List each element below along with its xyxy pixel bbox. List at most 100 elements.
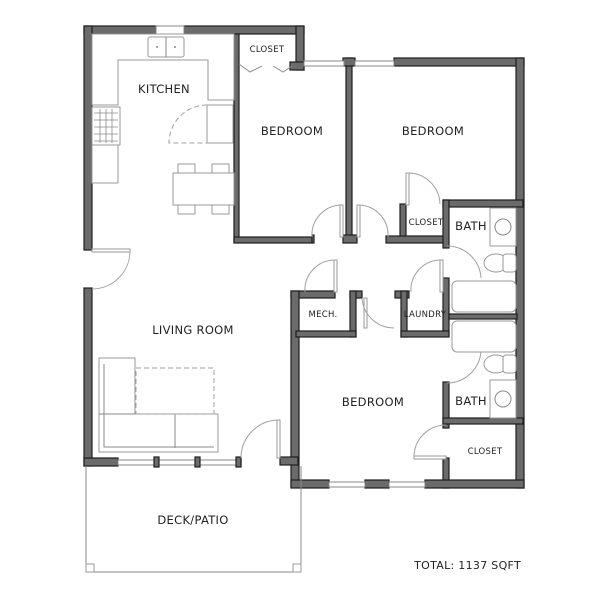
- door-leaf-closet-bottom: [413, 455, 447, 460]
- toilet-top-tank: [502, 253, 517, 273]
- wall-tub-divider: [448, 313, 518, 320]
- wall-top-right: [393, 57, 525, 67]
- wall-kitchen-top-left: [83, 25, 157, 35]
- wall-divider-base: [342, 234, 358, 244]
- counter-left: [91, 144, 119, 184]
- wall-patio-door-return: [279, 456, 299, 466]
- fridge-icon: [206, 104, 234, 144]
- wall-laundry-bottom: [400, 330, 450, 338]
- deck-post-right: [292, 563, 302, 573]
- doors: [91, 63, 482, 460]
- door-swing-closet-right: [406, 172, 441, 205]
- label-deck-patio: DECK/PATIO: [157, 513, 228, 527]
- door-swing-patio: [240, 419, 279, 459]
- door-swing-mech: [304, 259, 336, 293]
- tub-top-icon: [451, 280, 517, 313]
- wall-living-bottom-left: [83, 457, 119, 467]
- door-leaf-patio: [276, 419, 281, 459]
- door-swing-bath-bottom: [446, 349, 482, 384]
- label-bath-top: BATH: [455, 219, 487, 233]
- label-living-room: LIVING ROOM: [152, 323, 234, 337]
- wall-bath-top-left: [442, 199, 450, 249]
- door-leaf-closet-right: [405, 172, 410, 206]
- wall-closet-right-bottom: [385, 235, 447, 244]
- fridge-door-swing: [168, 104, 208, 144]
- door-leaf-front: [91, 248, 131, 253]
- windows: [117, 25, 426, 488]
- vanity-top-basin: [494, 218, 512, 236]
- sink-drain-left: [156, 46, 158, 48]
- sink-drain-right: [174, 46, 176, 48]
- window-bedroom-right: [354, 60, 395, 67]
- label-closet-right: CLOSET: [409, 218, 444, 228]
- wall-kitchen-bedroom: [233, 33, 240, 243]
- door-bifold-left: [238, 63, 263, 73]
- door-swing-laundry: [410, 259, 442, 293]
- living-furniture: [98, 357, 219, 453]
- wall-bedroom-bottom-1: [290, 479, 330, 489]
- deck-post-left: [85, 563, 95, 573]
- wall-bath-bottom-bottom: [442, 417, 524, 425]
- label-laundry: LAUNDRY: [404, 310, 447, 320]
- wall-bedroom-left-bottom: [233, 236, 313, 244]
- toilet-bottom-tank: [502, 354, 517, 374]
- wall-hall-stub: [311, 234, 315, 244]
- door-swing-bath-top: [446, 245, 482, 279]
- window-bedroom-bottom-1: [328, 481, 366, 488]
- counter-top: [91, 33, 235, 106]
- door-swing-closet-bottom: [413, 424, 447, 458]
- label-bath-bottom: BATH: [455, 394, 487, 408]
- door-swing-front: [91, 250, 131, 290]
- vanity-top-icon: [489, 207, 517, 247]
- kitchen-fixtures: [91, 33, 235, 215]
- stove-burners: [94, 109, 118, 143]
- door-leaf-bedroom-right: [356, 204, 361, 238]
- wall-bath-top-top: [442, 199, 524, 208]
- wall-bedroom-bottom-3: [424, 479, 525, 489]
- window-mullion-1: [153, 456, 160, 468]
- label-mech: MECH.: [308, 310, 337, 320]
- label-bedroom-bottom: BEDROOM: [342, 395, 404, 409]
- door-leaf-bedroom-left: [339, 204, 344, 238]
- window-bedroom-left: [303, 60, 345, 67]
- door-leaf-mech: [333, 259, 338, 293]
- wall-bedroom-bottom-2: [364, 479, 390, 489]
- label-bedroom-left: BEDROOM: [261, 124, 323, 138]
- deck-outline: [85, 466, 302, 573]
- vanity-bottom-icon: [489, 379, 517, 419]
- door-leaf-laundry: [439, 259, 444, 293]
- room-labels: KITCHEN CLOSET BEDROOM BEDROOM CLOSET BA…: [138, 45, 521, 572]
- wall-left-upper: [83, 25, 93, 251]
- door-swing-bedroom-left: [311, 204, 343, 238]
- window-bedroom-bottom-2: [388, 481, 426, 488]
- label-kitchen: KITCHEN: [138, 82, 190, 96]
- label-closet-bottom: CLOSET: [468, 447, 503, 457]
- wall-left-lower: [83, 287, 93, 467]
- label-closet-top: CLOSET: [250, 45, 285, 55]
- wall-bath-bottom-left: [442, 381, 450, 429]
- bath-fixtures: [451, 207, 517, 419]
- dining-table: [172, 172, 235, 206]
- dining-chairs: [177, 163, 230, 215]
- window-mullion-2: [194, 456, 201, 468]
- wall-closet-top-return: [289, 61, 305, 71]
- total-area: TOTAL: 1137 SQFT: [413, 559, 521, 572]
- walls: [83, 25, 525, 489]
- sectional-sofa: [98, 357, 219, 453]
- label-bedroom-right: BEDROOM: [402, 124, 464, 138]
- vanity-bottom-basin: [494, 390, 512, 408]
- deck-patio: [85, 466, 302, 573]
- window-living-slider: [117, 459, 238, 466]
- tub-bottom-icon: [451, 320, 517, 353]
- wall-kitchen-top-right: [183, 25, 305, 35]
- wall-mech-bottom: [295, 330, 357, 338]
- rug-outline: [135, 367, 215, 415]
- sofa-inner: [103, 364, 214, 448]
- wall-bedroom-divider: [345, 57, 353, 243]
- wall-mech-right: [349, 290, 357, 338]
- window-mullion-3: [235, 456, 242, 468]
- door-swing-hall: [361, 297, 395, 329]
- door-bifold-right: [272, 65, 293, 73]
- wall-top-mullion: [342, 57, 356, 67]
